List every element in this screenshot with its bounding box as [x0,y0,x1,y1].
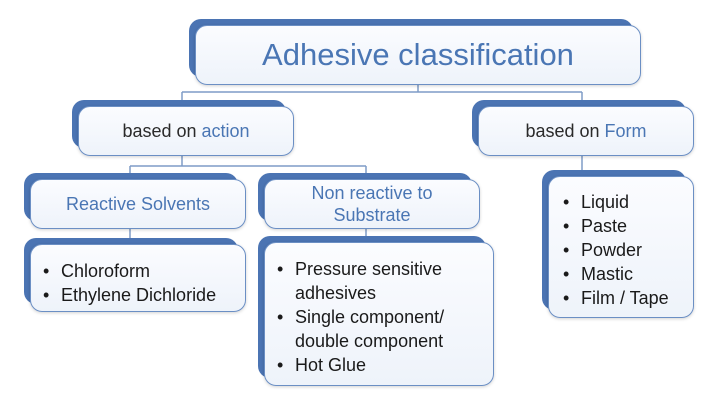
form-list-node: Liquid Paste Powder Mastic Film / Tape [542,170,694,318]
reactive-list-node: Chloroform Ethylene Dichloride [24,238,246,312]
list-item: Hot Glue [271,353,444,377]
branch-form-label: based on Form [525,120,647,141]
list-item: Film / Tape [557,286,669,310]
list-item: Chloroform [37,259,216,283]
title-node: Adhesive classification [189,19,641,85]
branch-action-label: based on action [122,120,250,141]
list-item: Liquid [557,190,669,214]
diagram-title: Adhesive classification [262,37,574,72]
list-item: Mastic [557,262,669,286]
list-item: Single component/double component [271,305,444,353]
list-item: Paste [557,214,669,238]
list-item: Ethylene Dichloride [37,283,216,307]
branch-form-node: based on Form [472,100,694,156]
form-list: Liquid Paste Powder Mastic Film / Tape [557,190,669,310]
list-item: Powder [557,238,669,262]
category-reactive-label: Reactive Solvents [65,194,211,214]
reactive-list: Chloroform Ethylene Dichloride [37,259,216,307]
category-reactive-node: Reactive Solvents [24,173,246,229]
branch-action-node: based on action [72,100,294,156]
